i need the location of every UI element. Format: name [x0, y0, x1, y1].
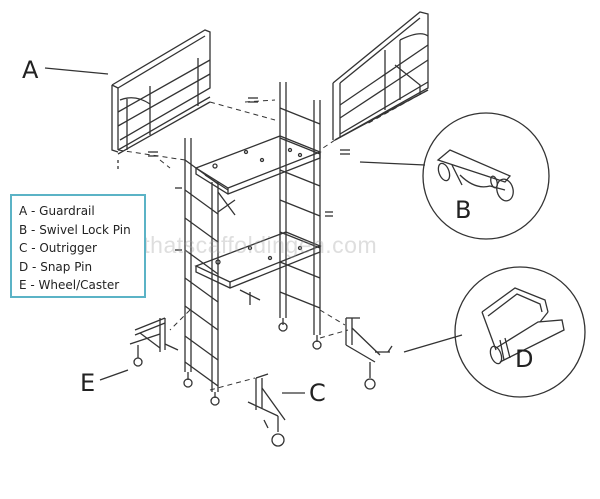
callout-d: D — [515, 345, 534, 373]
callout-a: A — [22, 56, 39, 84]
upper-platform — [196, 136, 320, 215]
callout-b: B — [455, 196, 472, 224]
legend-item-wheel-caster: E - Wheel/Caster — [19, 278, 120, 292]
callout-e: E — [80, 369, 96, 397]
outrigger-bottom — [248, 374, 285, 446]
callout-leaders — [45, 68, 462, 393]
watermark-text: bythatscaffoldingen.com — [118, 232, 378, 258]
legend-item-snap-pin: D - Snap Pin — [19, 259, 93, 274]
detail-circle-b — [423, 113, 549, 239]
left-ladder-frame — [185, 138, 218, 392]
right-ladder-frame — [280, 82, 320, 335]
outrigger-left — [130, 318, 178, 366]
lower-platform — [196, 232, 320, 305]
detail-circle-d — [455, 267, 585, 397]
swivel-lock-pins — [148, 98, 350, 250]
frame-casters — [184, 318, 321, 405]
left-guardrail — [112, 30, 210, 170]
assembly-guides — [118, 90, 428, 390]
legend-item-swivel-lock-pin: B - Swivel Lock Pin — [19, 222, 131, 237]
callout-c: C — [309, 379, 326, 407]
outrigger-right — [346, 318, 392, 389]
legend-item-guardrail: A - Guardrail — [19, 204, 95, 218]
legend-item-outrigger: C - Outrigger — [19, 241, 97, 255]
parts-legend: A - Guardrail B - Swivel Lock Pin C - Ou… — [10, 194, 146, 298]
right-guardrail — [333, 12, 428, 140]
